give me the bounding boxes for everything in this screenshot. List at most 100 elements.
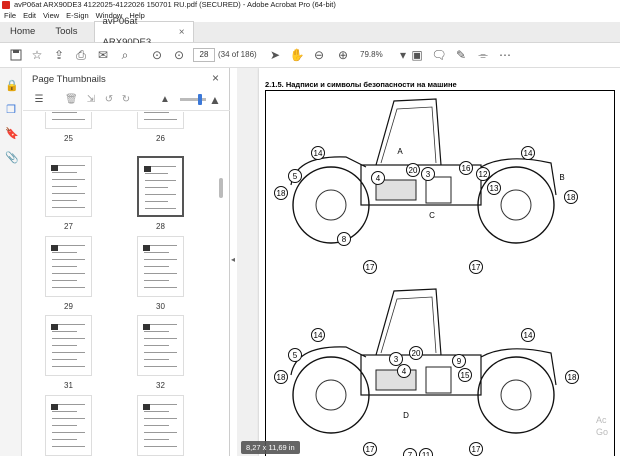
close-icon[interactable]: × xyxy=(211,71,219,85)
page-number-input[interactable]: 28 xyxy=(193,48,215,62)
zoom-dropdown-icon[interactable]: ▾ xyxy=(399,48,407,62)
top-roller-rear-hood xyxy=(480,158,557,196)
thumbnail-page-label: 32 xyxy=(156,381,165,390)
fit-page-icon[interactable]: ▣ xyxy=(411,48,423,62)
menu-edit[interactable]: Edit xyxy=(23,11,37,20)
bottom-roller-rear-hood xyxy=(480,348,557,386)
search-icon[interactable]: ⌕ xyxy=(121,47,129,62)
page-thumbnail[interactable] xyxy=(45,112,92,129)
bottom-roller-callout-label: 15 xyxy=(461,371,470,380)
trash-icon[interactable]: 🗑 xyxy=(65,94,78,105)
page-thumbnails-icon[interactable]: ❐ xyxy=(6,104,16,116)
more-tools-icon[interactable]: ⋯ xyxy=(499,48,511,62)
thumbnail-page-label: 29 xyxy=(64,302,73,311)
menu-file[interactable]: File xyxy=(4,11,17,20)
page-thumbnail[interactable] xyxy=(137,315,184,376)
prev-page-icon[interactable]: ⊙ xyxy=(151,48,163,62)
bookmark-star-icon[interactable]: ☆ xyxy=(31,48,43,62)
top-roller-callout-label: 12 xyxy=(479,170,488,179)
page-thumbnail[interactable] xyxy=(137,236,184,297)
thumbnail-image-block xyxy=(144,166,151,172)
zoom-level[interactable]: 79.8% xyxy=(360,50,383,59)
upload-icon[interactable]: ⇪ xyxy=(53,48,65,62)
menu-window[interactable]: Window xyxy=(95,11,123,20)
thumbnail-text-line xyxy=(144,287,177,288)
thumbnail-text-line xyxy=(52,359,77,360)
lock-icon[interactable]: 🔒 xyxy=(5,80,19,92)
next-page-icon[interactable]: ⊙ xyxy=(173,48,185,62)
rotate-right-icon[interactable]: ↻ xyxy=(121,94,131,105)
collapse-panel-icon[interactable]: ◂ xyxy=(231,255,236,264)
top-roller-callout-label: 17 xyxy=(366,263,375,272)
page-thumbnail[interactable] xyxy=(137,156,184,217)
thumbnail-size-slider[interactable] xyxy=(180,94,206,105)
page-thumbnail[interactable] xyxy=(45,236,92,297)
acrobat-app-icon xyxy=(2,1,10,9)
thumbnail-text-line xyxy=(144,439,169,440)
bottom-roller-callout-label: 11 xyxy=(422,451,431,456)
options-menu-icon[interactable]: ☰ xyxy=(34,94,44,105)
page-thumbnail[interactable] xyxy=(137,395,184,456)
thumbnail-text-line xyxy=(52,259,85,260)
tab-document[interactable]: avP06at ARX90DE3... × xyxy=(93,16,194,48)
select-cursor-icon[interactable]: ➤ xyxy=(269,48,281,62)
bookmark-icon[interactable]: 🔖 xyxy=(5,128,19,140)
mail-icon[interactable]: ✉ xyxy=(97,48,109,62)
top-roller-callout-label: 16 xyxy=(462,164,471,173)
page-thumbnail[interactable] xyxy=(45,156,92,217)
panel-scrollbar[interactable] xyxy=(219,112,224,452)
zoom-out-icon[interactable]: ⊖ xyxy=(313,48,325,62)
pen-icon[interactable]: ✎ xyxy=(455,48,467,62)
save-icon[interactable] xyxy=(9,48,23,62)
main-toolbar: ☆ ⇪ ⎙ ✉ ⌕ ⊙ ⊙ 28 (34 of 186) ➤ ✋ ⊖ ⊕ 79.… xyxy=(0,43,620,68)
thumbnail-page-label: 27 xyxy=(64,222,73,231)
thumbnail-text-line xyxy=(144,366,177,367)
top-roller-cab xyxy=(375,98,442,166)
menu-esign[interactable]: E-Sign xyxy=(66,11,89,20)
rotate-left-icon[interactable]: ↺ xyxy=(104,94,114,105)
thumbnail-text-line xyxy=(144,119,177,120)
page-thumbnail[interactable] xyxy=(137,112,184,129)
bottom-roller-callout-circle xyxy=(311,328,325,342)
bottom-roller-callout-circle xyxy=(389,352,403,366)
slider-knob[interactable] xyxy=(198,94,202,105)
bottom-roller-callout-circle xyxy=(452,354,466,368)
print-icon[interactable]: ⎙ xyxy=(76,47,86,62)
document-view[interactable]: 2.1.5. Надписи и символы безопасности на… xyxy=(237,68,620,456)
thumbnail-text-line xyxy=(52,193,85,194)
comment-icon[interactable]: 🗨 xyxy=(431,48,447,62)
close-icon[interactable]: × xyxy=(178,26,185,38)
thumbnail-text-line xyxy=(52,287,85,288)
bottom-roller-callout-label: 14 xyxy=(314,331,323,340)
top-roller-callout-label: 8 xyxy=(342,235,347,244)
extract-icon[interactable]: ⇲ xyxy=(86,94,96,105)
thumbnail-text-line xyxy=(144,280,169,281)
top-roller-rear-hub xyxy=(500,189,532,221)
attachment-icon[interactable]: 📎 xyxy=(5,152,19,164)
thumbnail-text-line xyxy=(52,331,77,332)
top-roller-callout-circle xyxy=(311,146,325,160)
thumbnail-text-line xyxy=(52,252,77,253)
bottom-roller-rear-hub xyxy=(500,379,532,411)
zoom-in-icon[interactable]: ⊕ xyxy=(337,48,349,62)
bottom-roller-cab-window xyxy=(380,296,437,354)
thumbnail-text-line xyxy=(145,194,176,195)
thumbnail-text-line xyxy=(52,404,85,405)
highlight-icon[interactable]: ⌯ xyxy=(478,47,488,62)
menu-help[interactable]: Help xyxy=(129,11,145,20)
thumbnail-text-line xyxy=(145,180,176,181)
thumbnail-text-line xyxy=(52,179,85,180)
menu-view[interactable]: View xyxy=(43,11,60,20)
page-count: (34 of 186) xyxy=(218,50,257,59)
bottom-roller-callout-label: 18 xyxy=(277,373,286,382)
top-roller-callout-label: 20 xyxy=(409,166,418,175)
page-thumbnail[interactable] xyxy=(45,395,92,456)
scrollbar-thumb[interactable] xyxy=(219,178,223,198)
tab-home[interactable]: Home xyxy=(10,26,36,37)
tab-tools[interactable]: Tools xyxy=(55,26,78,37)
menu-bar: File Edit View E-Sign Window Help xyxy=(0,10,620,22)
thumbnail-image-block xyxy=(51,165,58,171)
page-thumbnail[interactable] xyxy=(45,315,92,376)
thumbnail-text-line xyxy=(52,119,85,120)
hand-tool-icon[interactable]: ✋ xyxy=(289,48,305,62)
